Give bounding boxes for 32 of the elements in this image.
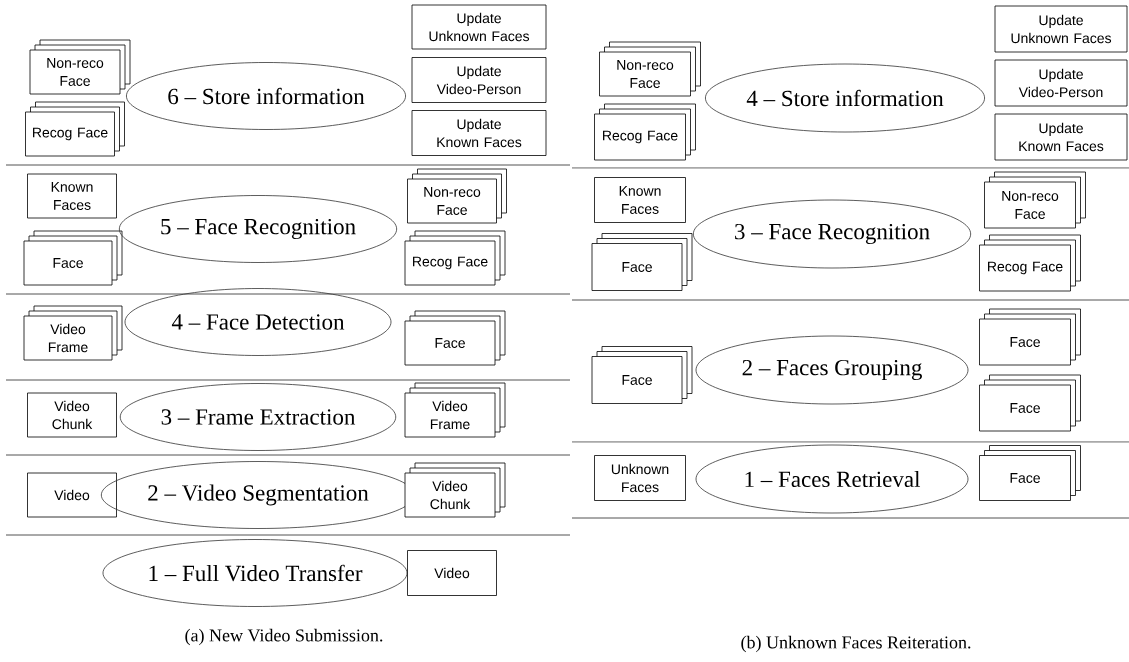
stacked-boxes: Video Frame — [23, 305, 123, 361]
stacked-boxes: Recog Face — [594, 103, 696, 161]
stacked-boxes: Face — [979, 374, 1081, 432]
data-box: Known Faces — [594, 177, 686, 223]
data-box: Update Unknown Faces — [994, 5, 1128, 53]
data-box: Update Known Faces — [411, 110, 547, 156]
stacked-boxes: Face — [404, 310, 506, 366]
data-box: Video — [27, 472, 117, 518]
stacked-boxes: Face — [979, 308, 1081, 366]
stacked-boxes: Recog Face — [404, 230, 506, 286]
figure-caption: (a) New Video Submission. — [185, 628, 383, 646]
stacked-boxes: Non-reco Face — [984, 171, 1086, 229]
data-box: Video — [407, 550, 497, 596]
data-box: Update Video-Person — [994, 59, 1128, 107]
data-box: Known Faces — [27, 173, 117, 219]
stacked-boxes: Face — [979, 445, 1081, 501]
stacked-boxes: Non-reco Face — [407, 168, 507, 224]
data-box: Unknown Faces — [594, 455, 686, 501]
stacked-boxes: Face — [23, 230, 123, 286]
stacked-boxes: Video Frame — [404, 382, 506, 438]
data-box: Update Unknown Faces — [411, 4, 547, 50]
data-box: Video Chunk — [27, 392, 117, 438]
stacked-boxes: Video Chunk — [404, 462, 506, 518]
stacked-boxes: Recog Face — [25, 101, 125, 157]
data-box: Update Video-Person — [411, 57, 547, 103]
stacked-boxes: Face — [591, 346, 693, 404]
figure-caption: (b) Unknown Faces Reiteration. — [741, 635, 971, 653]
stacked-boxes: Non-reco Face — [599, 41, 701, 97]
stacked-boxes: Face — [591, 233, 693, 291]
stacked-boxes: Recog Face — [979, 234, 1081, 292]
stacked-boxes: Non-reco Face — [29, 39, 131, 95]
data-box: Update Known Faces — [994, 113, 1128, 161]
